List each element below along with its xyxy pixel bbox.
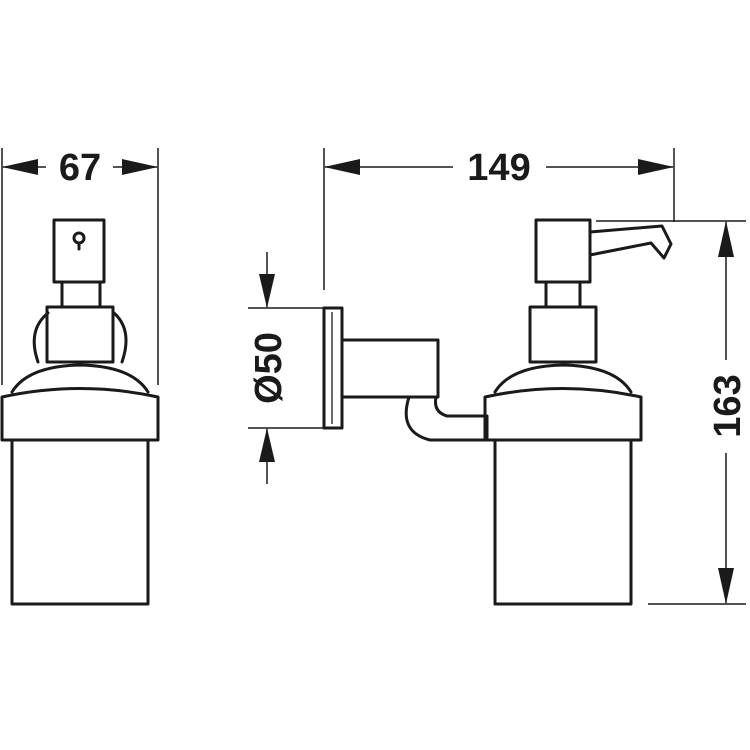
holder-ring [404,395,489,442]
side-view [322,218,673,606]
dimension-163: 163 [596,220,749,605]
dimension-67: 67 [1,147,159,385]
front-container [10,438,150,606]
wall-arm [340,338,440,399]
dimension-diameter-50: Ø50 [248,252,324,484]
dimension-149-label: 149 [467,147,530,189]
front-lid [10,363,150,394]
front-view [0,218,160,606]
side-lid [493,363,633,394]
dimension-67-label: 67 [59,147,101,189]
side-pump-stem [544,280,582,309]
front-pump-head [52,218,106,284]
front-collar [45,305,115,364]
side-pump-head [534,218,673,284]
side-container [493,438,633,606]
wall-plate [322,306,344,430]
front-pump-stem [60,280,102,309]
dimension-diameter-50-label: Ø50 [248,332,290,404]
side-lid-rim [483,387,643,442]
dimension-163-label: 163 [707,374,749,437]
dimension-149: 149 [323,147,675,290]
front-wall-bracket [32,311,128,364]
pump-spout [588,224,673,260]
lock-icon [72,231,86,251]
side-collar [528,305,598,364]
front-lid-rim [0,387,160,442]
